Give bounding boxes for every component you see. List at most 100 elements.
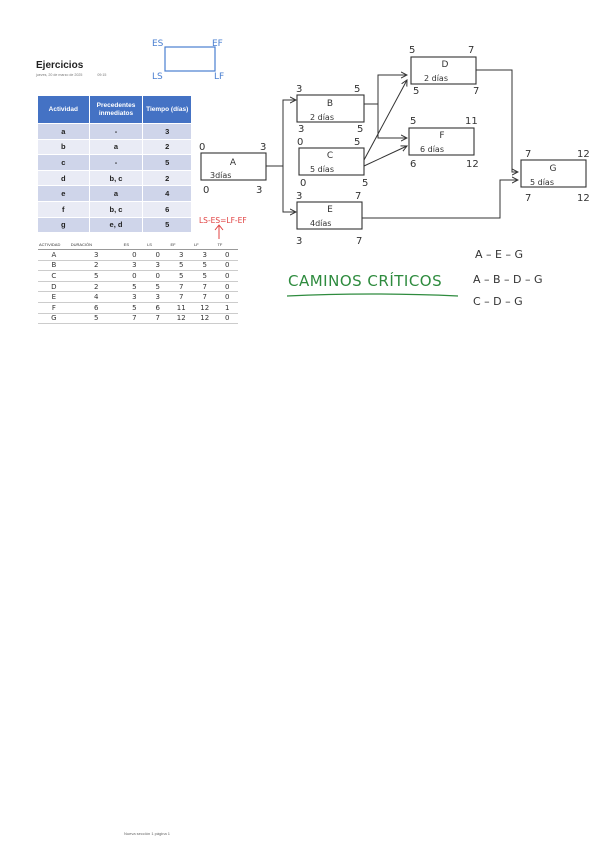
table-cell: 4 bbox=[69, 291, 123, 303]
table-cell: G bbox=[38, 313, 70, 325]
table-cell: 7 bbox=[146, 313, 170, 325]
table-cell: A bbox=[38, 249, 70, 261]
network-diagram: A 3días 0 3 0 3 B 2 días 3 5 3 5 C 5 día… bbox=[199, 45, 590, 308]
node-d: D 2 días 5 7 5 7 bbox=[409, 45, 479, 97]
table-cell: 0 bbox=[216, 281, 238, 293]
table-cell: 12 bbox=[192, 302, 217, 314]
arrow-c-d bbox=[363, 80, 407, 161]
table-cell: 0 bbox=[146, 249, 170, 261]
node-duration: 4días bbox=[310, 219, 331, 228]
table-cell: a bbox=[89, 185, 144, 202]
table-row: B 2 3 3 5 5 0 bbox=[38, 260, 238, 272]
page-title: Ejercicios bbox=[36, 60, 84, 71]
node-box bbox=[296, 94, 365, 123]
legend-box bbox=[164, 46, 216, 72]
node-box bbox=[520, 159, 587, 188]
table-cell: 0 bbox=[216, 291, 238, 303]
table-cell: 7 bbox=[192, 291, 217, 303]
node-legend-sketch: ES EF LS LF bbox=[152, 39, 224, 82]
table-row: F 6 5 6 11 12 1 bbox=[38, 302, 238, 314]
node-label: A bbox=[230, 158, 237, 168]
table-cell: c bbox=[38, 154, 90, 171]
node-ef: 12 bbox=[577, 149, 590, 160]
table-cell: d bbox=[38, 169, 90, 186]
table-cell: 4 bbox=[142, 185, 192, 202]
col-duration: DURACIÓN bbox=[69, 240, 123, 250]
node-label: G bbox=[550, 164, 557, 174]
table-cell: - bbox=[89, 123, 144, 140]
network-arrows bbox=[266, 69, 518, 219]
table-cell: 12 bbox=[169, 313, 193, 325]
node-lf: 5 bbox=[362, 178, 368, 189]
table-row: C 5 0 0 5 5 0 bbox=[38, 270, 238, 282]
table-cell: 2 bbox=[69, 260, 123, 272]
node-e: E 4días 3 7 3 7 bbox=[296, 191, 363, 247]
page-time: 09:15 bbox=[97, 73, 107, 77]
table-cell: 3 bbox=[69, 249, 123, 261]
critical-path-2: A – B – D – G bbox=[473, 273, 543, 286]
heading-underline bbox=[286, 293, 459, 297]
table-cell: e, d bbox=[89, 216, 144, 233]
node-ef: 11 bbox=[465, 116, 478, 127]
node-ls: 5 bbox=[413, 86, 419, 97]
node-a: A 3días 0 3 0 3 bbox=[199, 142, 267, 196]
table-cell: 0 bbox=[122, 249, 147, 261]
node-duration: 2 días bbox=[310, 113, 334, 122]
table-cell: 3 bbox=[192, 249, 217, 261]
node-lf: 12 bbox=[577, 193, 590, 204]
node-g: G 5 días 7 12 7 12 bbox=[520, 149, 590, 204]
table-row: a - 3 bbox=[38, 123, 192, 140]
table-cell: 5 bbox=[169, 270, 193, 282]
legend-es: ES bbox=[152, 39, 164, 49]
precedents-col-header: Precedentes inmediatos bbox=[89, 96, 144, 124]
node-duration: 3días bbox=[210, 171, 231, 180]
node-es: 0 bbox=[297, 137, 303, 148]
table-cell: 5 bbox=[142, 154, 192, 171]
arrow-b-f bbox=[377, 104, 407, 138]
table-row: b a 2 bbox=[38, 138, 192, 155]
table-cell: 0 bbox=[216, 249, 238, 261]
table-cell: E bbox=[38, 291, 70, 303]
table-cell: 3 bbox=[146, 260, 170, 272]
table-cell: 7 bbox=[169, 281, 193, 293]
node-duration: 5 días bbox=[530, 178, 554, 187]
node-box bbox=[200, 152, 267, 181]
table-cell: 7 bbox=[192, 281, 217, 293]
node-ls: 7 bbox=[525, 193, 531, 204]
col-tf: TF bbox=[216, 240, 238, 250]
page-footer: Nueva sección 1 página 1 bbox=[124, 831, 171, 836]
table-row: g e, d 5 bbox=[38, 216, 192, 233]
node-duration: 5 días bbox=[310, 165, 334, 174]
table-cell: 5 bbox=[169, 260, 193, 272]
arrow-b-d bbox=[364, 75, 407, 105]
node-ls: 3 bbox=[298, 124, 304, 135]
table-cell: 2 bbox=[142, 138, 192, 155]
table-cell: 3 bbox=[122, 291, 147, 303]
node-ls: 3 bbox=[296, 236, 302, 247]
legend-ls: LS bbox=[152, 72, 163, 82]
table-row: D 2 5 5 7 7 0 bbox=[38, 281, 238, 293]
table-cell: 0 bbox=[216, 260, 238, 272]
table-cell: 6 bbox=[146, 302, 170, 314]
legend-lf: LF bbox=[214, 72, 224, 82]
table-cell: b, c bbox=[89, 169, 144, 186]
table-cell: f bbox=[38, 200, 90, 218]
legend-ef: EF bbox=[212, 39, 223, 49]
table-cell: 3 bbox=[146, 291, 170, 303]
table-cell: 0 bbox=[216, 313, 238, 325]
arrow-d-g bbox=[476, 69, 518, 172]
node-ef: 5 bbox=[354, 84, 360, 95]
table-cell: 12 bbox=[192, 313, 217, 325]
table-cell: 5 bbox=[69, 313, 123, 325]
node-ls: 0 bbox=[203, 185, 209, 196]
table-cell: g bbox=[38, 216, 90, 233]
node-lf: 5 bbox=[357, 124, 363, 135]
table-cell: 6 bbox=[142, 200, 192, 218]
table-cell: 5 bbox=[122, 281, 147, 293]
table-row: A 3 0 0 3 3 0 bbox=[38, 249, 238, 261]
node-box bbox=[296, 201, 363, 230]
table-row: f b, c 6 bbox=[38, 200, 192, 218]
table-row: e a 4 bbox=[38, 185, 192, 202]
arrow-a-b bbox=[266, 100, 296, 167]
table-cell: a bbox=[38, 123, 90, 140]
